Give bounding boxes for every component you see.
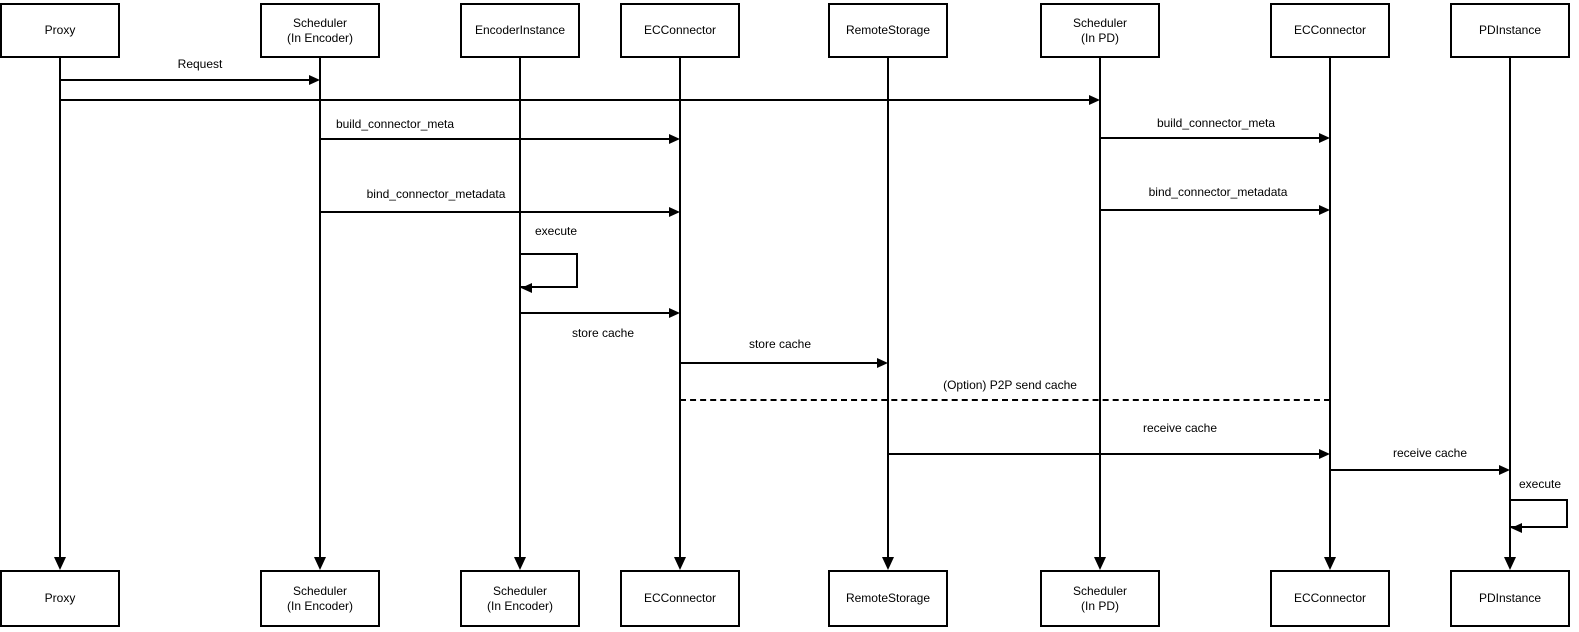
message-request-line xyxy=(60,79,311,81)
message-store-cache-2-label: store cache xyxy=(748,337,812,351)
message-p2p-send-cache-label: (Option) P2P send cache xyxy=(943,378,1077,392)
message-bind-metadata-left-arrowhead-icon xyxy=(669,207,680,217)
participant-bottom-ecconnector-2: ECConnector xyxy=(1270,570,1390,627)
message-store-cache-2-arrowhead-icon xyxy=(877,358,888,368)
participant-top-pdinstance: PDInstance xyxy=(1450,3,1570,58)
participant-top-proxy: Proxy xyxy=(0,3,120,58)
message-build-meta-left-arrowhead-icon xyxy=(669,134,680,144)
lifeline-scheduler-encoder xyxy=(319,58,321,557)
message-build-meta-left-line xyxy=(320,138,671,140)
message-build-meta-right-arrowhead-icon xyxy=(1319,133,1330,143)
message-store-cache-1-arrowhead-icon xyxy=(669,308,680,318)
lifeline-ecconnector-1-arrowhead-icon xyxy=(674,557,686,570)
message-execute-encoder-label: execute xyxy=(534,224,578,238)
participant-bottom-scheduler-pd: Scheduler (In PD) xyxy=(1040,570,1160,627)
participant-top-ecconnector-2: ECConnector xyxy=(1270,3,1390,58)
participant-bottom-scheduler-encoder-1: Scheduler (In Encoder) xyxy=(260,570,380,627)
message-execute-pd-arrowhead-icon xyxy=(1511,523,1522,533)
lifeline-scheduler-pd xyxy=(1099,58,1101,557)
message-request-arrowhead-icon xyxy=(309,75,320,85)
message-build-meta-right-label: build_connector_meta xyxy=(1156,116,1276,130)
message-build-meta-left-label: build_connector_meta xyxy=(335,117,455,131)
message-request-label: Request xyxy=(177,57,223,71)
participant-top-scheduler-encoder: Scheduler (In Encoder) xyxy=(260,3,380,58)
message-execute-pd-label: execute xyxy=(1518,477,1562,491)
message-bind-metadata-left-line xyxy=(320,211,671,213)
message-receive-cache-2-arrowhead-icon xyxy=(1499,465,1510,475)
lifeline-remote-storage-arrowhead-icon xyxy=(882,557,894,570)
message-build-meta-right-line xyxy=(1100,137,1321,139)
message-store-cache-1-label: store cache xyxy=(571,326,635,340)
lifeline-remote-storage xyxy=(887,58,889,557)
message-bind-metadata-left-label: bind_connector_metadata xyxy=(366,187,506,201)
participant-top-ecconnector-1: ECConnector xyxy=(620,3,740,58)
participant-top-encoder-instance: EncoderInstance xyxy=(460,3,580,58)
participant-bottom-ecconnector-1: ECConnector xyxy=(620,570,740,627)
message-store-cache-2-line xyxy=(680,362,879,364)
lifeline-pdinstance-arrowhead-icon xyxy=(1504,557,1516,570)
participant-bottom-pdinstance: PDInstance xyxy=(1450,570,1570,627)
message-execute-encoder-loop-line xyxy=(520,253,578,288)
participant-bottom-proxy: Proxy xyxy=(0,570,120,627)
message-receive-cache-1-label: receive cache xyxy=(1142,421,1218,435)
lifeline-ecconnector-2-arrowhead-icon xyxy=(1324,557,1336,570)
message-p2p-send-cache-line xyxy=(680,399,1330,401)
message-bind-metadata-right-arrowhead-icon xyxy=(1319,205,1330,215)
lifeline-pdinstance xyxy=(1509,58,1511,557)
participant-top-scheduler-pd: Scheduler (In PD) xyxy=(1040,3,1160,58)
message-receive-cache-2-line xyxy=(1330,469,1501,471)
message-receive-cache-1-line xyxy=(888,453,1321,455)
participant-bottom-scheduler-encoder-2: Scheduler (In Encoder) xyxy=(460,570,580,627)
participant-top-remote-storage: RemoteStorage xyxy=(828,3,948,58)
message-proxy-to-pd-arrowhead-icon xyxy=(1089,95,1100,105)
lifeline-proxy-arrowhead-icon xyxy=(54,557,66,570)
message-execute-pd-loop-line xyxy=(1510,499,1568,528)
lifeline-scheduler-pd-arrowhead-icon xyxy=(1094,557,1106,570)
message-execute-encoder-arrowhead-icon xyxy=(521,283,532,293)
lifeline-scheduler-encoder-arrowhead-icon xyxy=(314,557,326,570)
message-bind-metadata-right-label: bind_connector_metadata xyxy=(1148,185,1288,199)
lifeline-ecconnector-1 xyxy=(679,58,681,557)
participant-bottom-remote-storage: RemoteStorage xyxy=(828,570,948,627)
message-bind-metadata-right-line xyxy=(1100,209,1321,211)
lifeline-encoder-instance xyxy=(519,58,521,557)
lifeline-encoder-instance-arrowhead-icon xyxy=(514,557,526,570)
message-receive-cache-2-label: receive cache xyxy=(1392,446,1468,460)
lifeline-ecconnector-2 xyxy=(1329,58,1331,557)
lifeline-proxy xyxy=(59,58,61,557)
message-proxy-to-pd-line xyxy=(60,99,1091,101)
message-store-cache-1-line xyxy=(520,312,671,314)
message-receive-cache-1-arrowhead-icon xyxy=(1319,449,1330,459)
